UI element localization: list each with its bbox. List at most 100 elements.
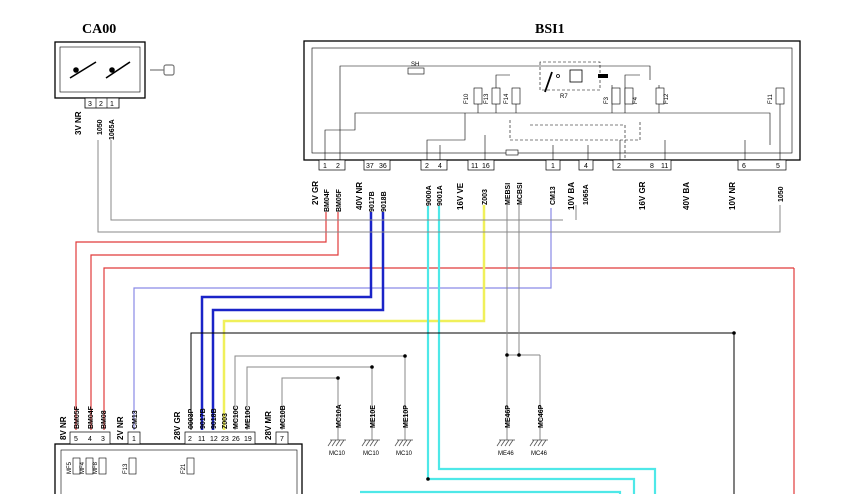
wire-9000a-low [360, 490, 622, 494]
wire-1050 [110, 140, 563, 221]
ground-wire-label: ME46P [505, 405, 512, 428]
wire-layer [75, 140, 795, 494]
bsi1-wire-label: 9017B [369, 191, 376, 212]
junction-dot [336, 376, 340, 380]
lower-fuse-label: F21 [181, 463, 187, 474]
bsi1-pin: 37 [366, 163, 374, 170]
junction-dot [403, 354, 407, 358]
ground-icon [394, 439, 413, 447]
ca00-wire-label: 1065A [109, 119, 116, 140]
junction-dots [336, 331, 736, 481]
relay-icon [544, 69, 583, 93]
lower-pin: 3 [101, 436, 105, 443]
bsi1-wire-label: 1050 [778, 186, 785, 202]
ground-icon [529, 439, 548, 447]
wire-me10c [246, 366, 372, 430]
bsi1-pin: 8 [650, 163, 654, 170]
bsi1-wire-label: BM04F [324, 188, 331, 212]
bsi1-fuse-label: F4 [633, 96, 639, 104]
ca00-wire-label: 1050 [97, 119, 104, 135]
lower-fuses [72, 457, 195, 475]
ground-icon [361, 439, 380, 447]
bsi1-pin-boxes [318, 159, 787, 171]
junction-dot [505, 353, 509, 357]
lower-fuse-label: MF4 [80, 461, 86, 474]
wire-bm08 [103, 267, 794, 430]
fuse-icon [72, 457, 81, 475]
fuse-icon [611, 87, 621, 105]
ground-label: MC46 [531, 451, 548, 457]
ground-wire-label: MC10A [336, 404, 343, 428]
bsi1-wire-label: BM05F [336, 188, 343, 212]
bsi1-pin: 36 [379, 163, 387, 170]
lower-pin: 19 [244, 436, 252, 443]
wire-mc10b [281, 377, 338, 430]
fuse-icon [655, 87, 665, 105]
bsi1-fuse-label: F10 [464, 93, 470, 104]
lower-pin: 1 [132, 436, 136, 443]
ground-wire-label: MC46P [538, 404, 545, 428]
ground-label: MC10 [363, 451, 380, 457]
ground-label: ME46 [498, 451, 514, 457]
junction-dot [732, 331, 736, 335]
lower-pin: 7 [280, 436, 284, 443]
ignition-switch-icon [69, 61, 131, 79]
lower-wire-label: MC10C [233, 405, 240, 429]
bsi1-pin: 1 [551, 163, 555, 170]
bsi1-wire-label: 9018B [381, 191, 388, 212]
bsi1-wire-label: MCBSI [517, 182, 524, 205]
bsi1-wire-label: Z003 [482, 189, 489, 205]
bsi1-pin: 2 [336, 163, 340, 170]
fuse-icon [98, 457, 107, 475]
lower-pin: 2 [188, 436, 192, 443]
lower-wire-label: CM13 [132, 410, 139, 429]
bsi1-pin: 6 [742, 163, 746, 170]
ca00-pin: 2 [99, 101, 103, 108]
fuse-icon [624, 87, 634, 105]
bsi1-connector-label: 40V NR [355, 182, 364, 210]
lower-wire-label: 0003P [188, 408, 195, 429]
lower-fuse-label: MF5 [67, 461, 73, 474]
bsi1-fuse-label: F13 [484, 93, 490, 104]
lower-pin: 5 [74, 436, 78, 443]
lower-connector-label: 28V GR [173, 411, 182, 440]
lower-pin: 4 [88, 436, 92, 443]
lower-wire-label: 9018B [211, 408, 218, 429]
lower-connector-label: 8V NR [59, 416, 68, 440]
lower-wire-label: BM04F [88, 405, 95, 429]
bsi1-relay-label: R7 [560, 94, 568, 100]
ground-points: MC10A ME10E ME10P ME46P MC46P MC10 MC10 … [327, 404, 548, 457]
bsi1-wire-label: 9000A [426, 185, 433, 206]
bsi1-wire-label: MEBSI [505, 183, 512, 205]
bsi1-connector-label: 16V VE [456, 182, 465, 210]
fuse-icon [85, 457, 94, 475]
bsi1-title: BSI1 [535, 22, 565, 37]
junction-dot [426, 477, 430, 481]
bsi1-component: BSI1 [303, 22, 801, 212]
bsi1-pin: 5 [776, 163, 780, 170]
lower-pin-boxes [69, 431, 289, 445]
bsi1-fuse-label: F11 [768, 93, 774, 104]
bsi1-wire-label: 9001A [437, 185, 444, 206]
bsi1-connector-label: 40V BA [682, 182, 691, 210]
ca00-box [54, 41, 146, 99]
junction-dot [517, 353, 521, 357]
lower-wire-label: BM05F [74, 405, 81, 429]
bsi1-pin: 4 [438, 163, 442, 170]
ground-wire-label: ME10E [370, 405, 377, 428]
ca00-inner-box [59, 46, 141, 93]
wire-z003 [222, 205, 486, 430]
bsi1-wire-label: 1065A [583, 184, 590, 205]
lower-fuse-label: F13 [123, 463, 129, 474]
bsi1-connector-label: 10V NR [728, 182, 737, 210]
bsi1-pin: 2 [425, 163, 429, 170]
ground-icon [496, 439, 515, 447]
wire-1065a [97, 140, 781, 233]
bsi1-wire-label: CM13 [550, 186, 557, 205]
lower-wire-label: MC10B [280, 405, 287, 429]
shunt-icon [407, 67, 425, 75]
fuse-icon [511, 87, 521, 105]
ground-block-icon [598, 74, 608, 78]
bsi1-inner-box [311, 47, 793, 154]
